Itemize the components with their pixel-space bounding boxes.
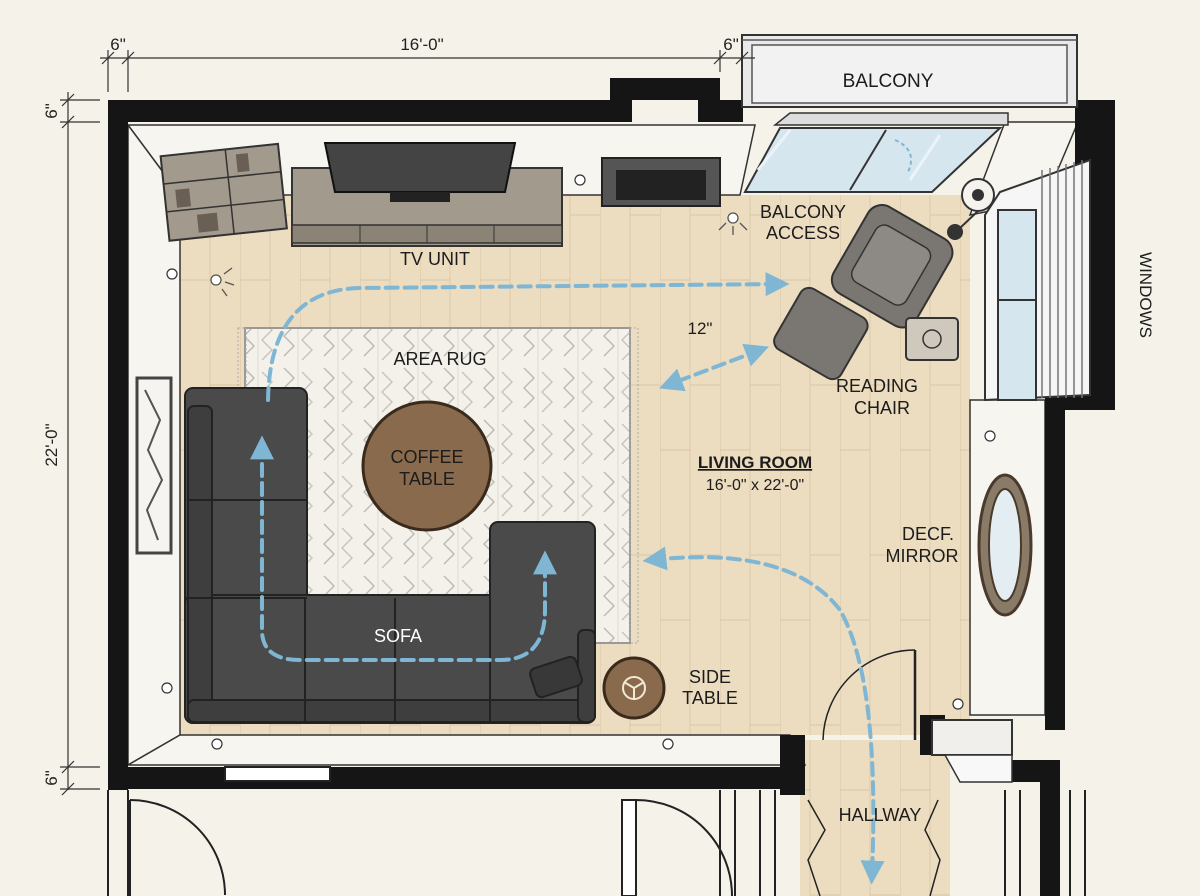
balcony-sliding-door bbox=[743, 112, 1009, 193]
decorative-mirror bbox=[977, 473, 1033, 617]
hallway-label: HALLWAY bbox=[839, 805, 922, 825]
balcony-label: BALCONY bbox=[843, 71, 934, 92]
tv-unit-label: TV UNIT bbox=[400, 249, 470, 269]
windows-label: WINDOWS bbox=[1136, 252, 1155, 338]
dim-top-right: 6" bbox=[723, 35, 739, 54]
path-to-balcony bbox=[266, 272, 790, 402]
reading-chair-label-line2: CHAIR bbox=[854, 398, 910, 418]
path-around-sofa bbox=[250, 435, 557, 662]
windows-unit bbox=[984, 158, 1091, 402]
room-name: LIVING ROOM bbox=[698, 453, 812, 472]
path-to-hallway bbox=[642, 546, 885, 885]
dim-top-left: 6" bbox=[110, 35, 126, 54]
television bbox=[323, 142, 517, 202]
fireplace bbox=[601, 157, 721, 207]
ottoman bbox=[773, 286, 869, 381]
circulation-paths bbox=[250, 272, 885, 885]
wall-art bbox=[135, 376, 173, 555]
coffee-table-label-line1: COFFEE bbox=[390, 447, 463, 467]
coffee-table-label-line2: TABLE bbox=[399, 469, 455, 489]
reading-chair bbox=[830, 204, 954, 329]
reading-chair-label-line1: READING bbox=[836, 376, 918, 396]
dim-top-width: 16'-0" bbox=[400, 35, 443, 54]
mirror-label-line1: DECF. bbox=[902, 524, 954, 544]
room-size: 16'-0" x 22'-0" bbox=[706, 477, 804, 494]
dim-left-bottom: 6" bbox=[42, 770, 61, 786]
wall-reveal-bottom bbox=[125, 734, 807, 766]
side-table bbox=[602, 656, 666, 720]
path-to-chair bbox=[659, 343, 769, 392]
area-rug-label: AREA RUG bbox=[393, 349, 486, 369]
dim-left-height: 22'-0" bbox=[42, 423, 61, 466]
reading-chair-side-table bbox=[905, 317, 959, 361]
sofa-label: SOFA bbox=[374, 626, 422, 646]
dimension-lines bbox=[60, 50, 755, 796]
side-table-label-line2: TABLE bbox=[682, 688, 738, 708]
balcony-access-label-line2: ACCESS bbox=[766, 223, 840, 243]
floor-lamp bbox=[947, 178, 995, 240]
light-icon bbox=[718, 212, 748, 235]
side-table-label-line1: SIDE bbox=[689, 667, 731, 687]
clearance-label: 12" bbox=[688, 319, 713, 338]
dim-left-top: 6" bbox=[42, 103, 61, 119]
light-icon bbox=[210, 267, 235, 297]
mirror-label-line2: MIRROR bbox=[886, 546, 959, 566]
balcony-access-label-line1: BALCONY bbox=[760, 202, 846, 222]
bookshelf bbox=[159, 142, 288, 242]
